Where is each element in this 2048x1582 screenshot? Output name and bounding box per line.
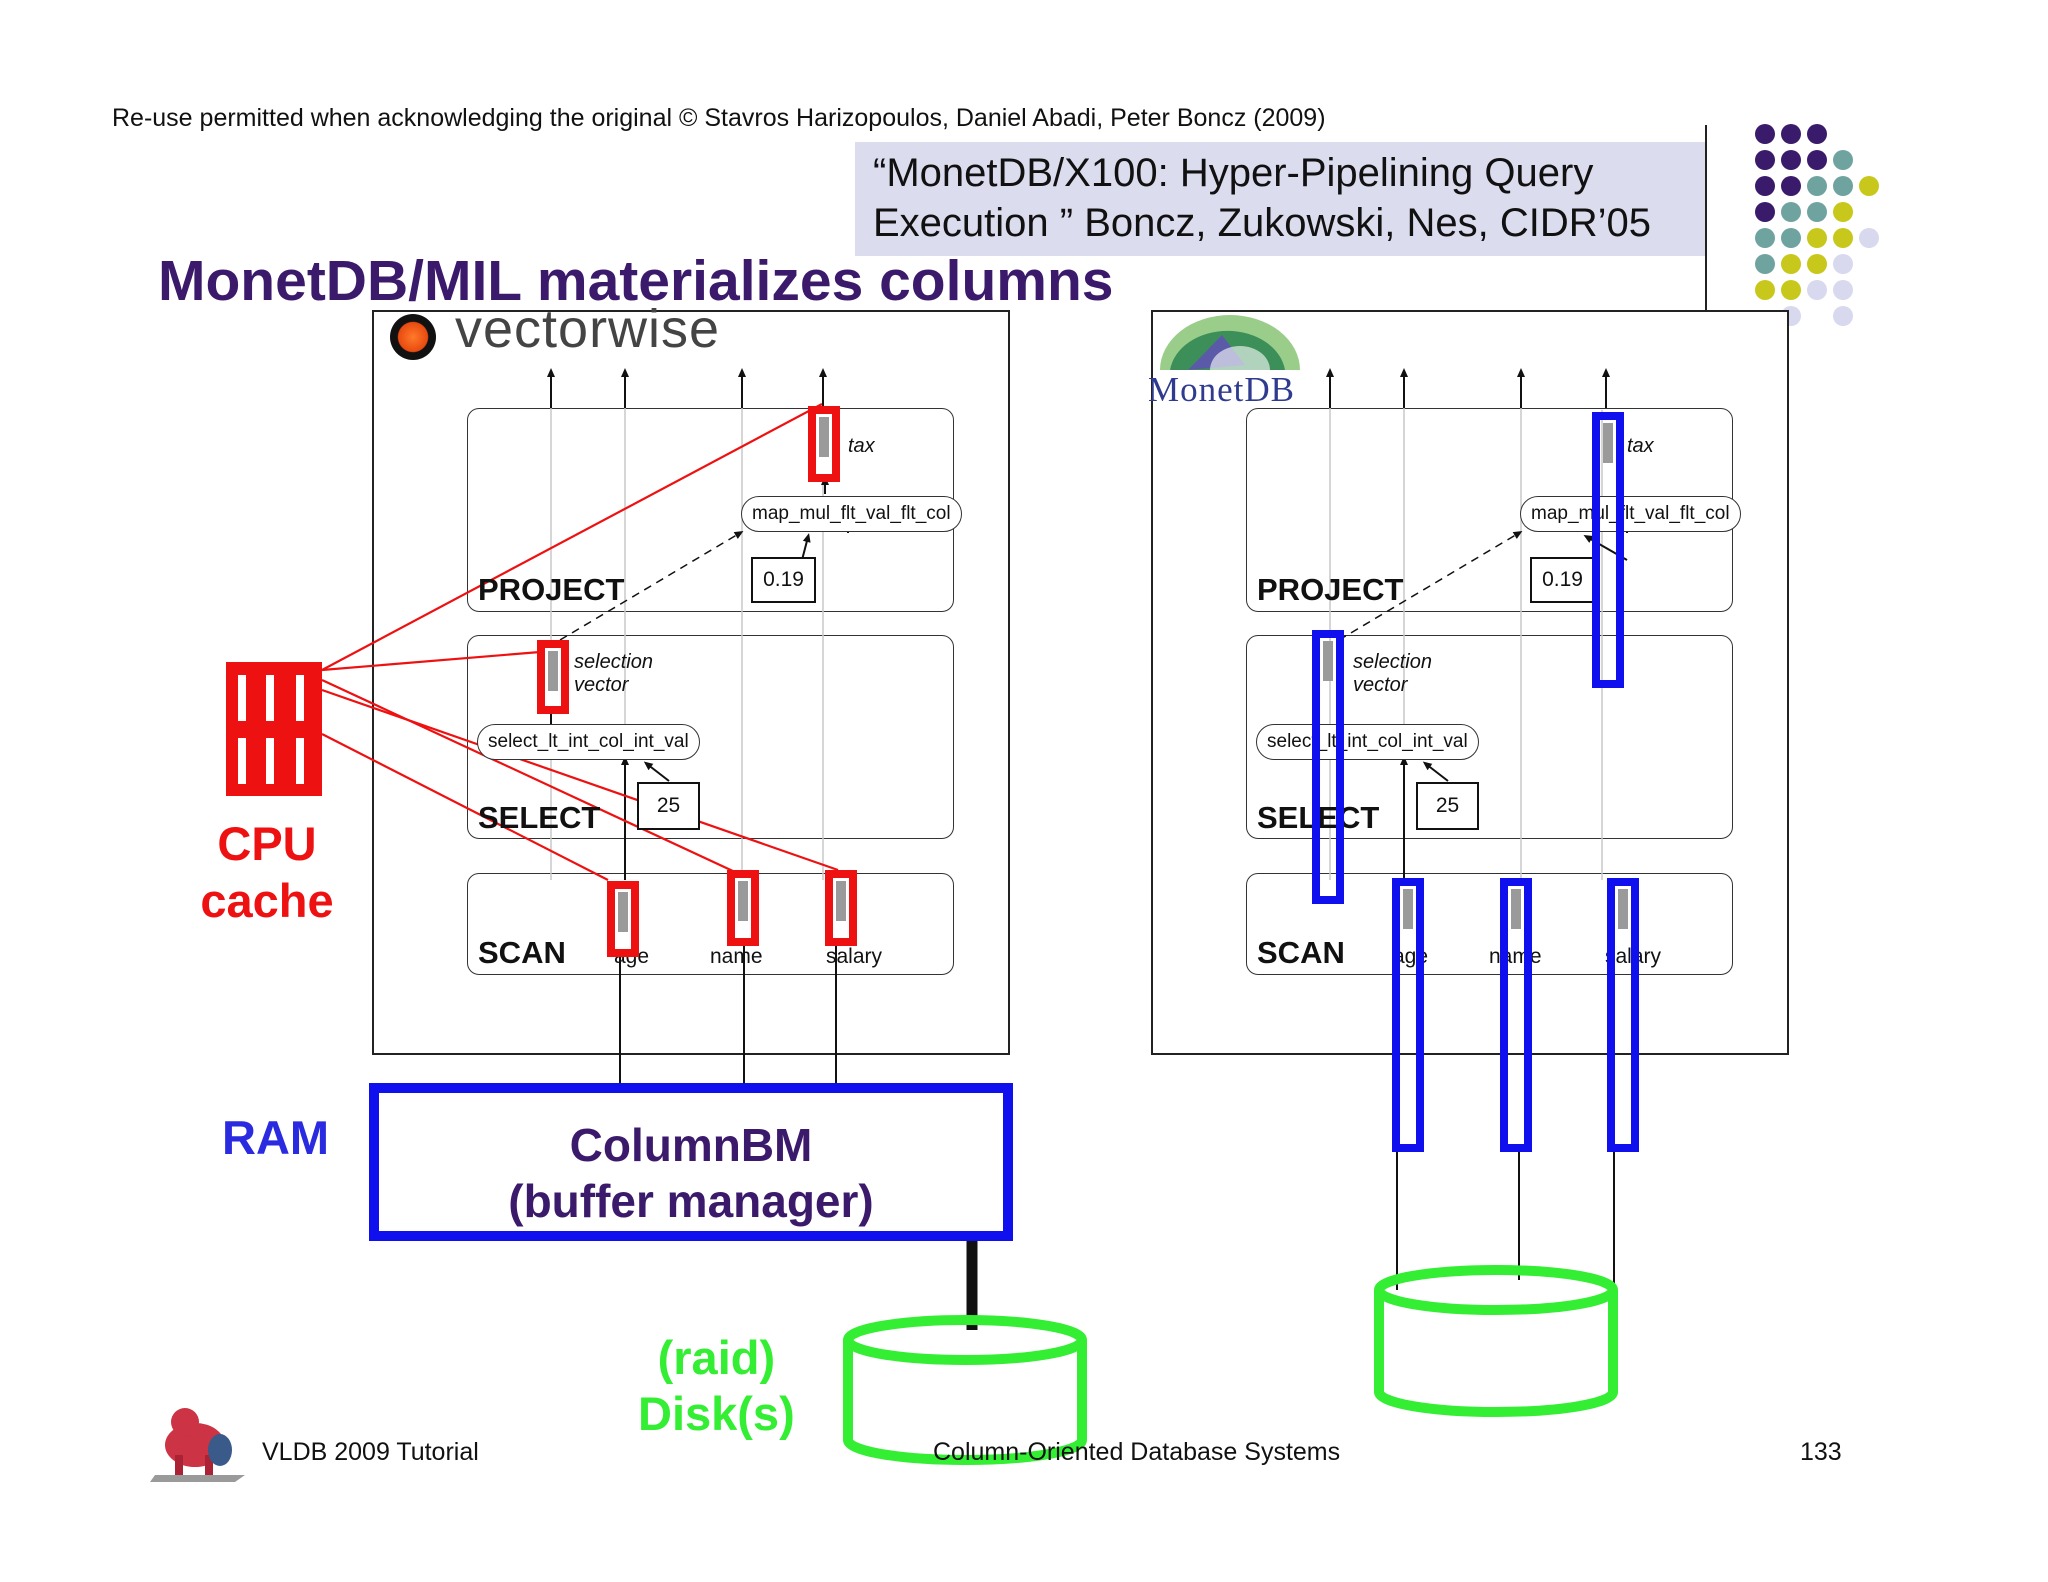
left-select-op: select_lt_int_col_int_val <box>477 724 700 760</box>
right-selection-vector-label-2: vector <box>1353 674 1408 696</box>
cpu-label-line-1: CPU <box>217 817 317 870</box>
footer-conference: VLDB 2009 Tutorial <box>262 1438 479 1466</box>
left-select-const: 25 <box>637 782 700 830</box>
left-select-label: SELECT <box>478 800 601 835</box>
left-scan-col-salary: salary <box>826 945 883 968</box>
monetdb-logo-text: MonetDB <box>1148 370 1295 409</box>
decorative-dot <box>1755 150 1775 170</box>
left-selection-vector-label-1: selection <box>574 651 653 673</box>
decorative-dot <box>1859 228 1879 248</box>
left-project-const: 0.19 <box>751 557 816 603</box>
header-divider <box>1705 125 1707 310</box>
left-project-op: map_mul_flt_val_flt_col <box>741 496 962 532</box>
decorative-dot <box>1781 202 1801 222</box>
decorative-dot <box>1781 254 1801 274</box>
footer-course-title: Column-Oriented Database Systems <box>933 1438 1341 1466</box>
decorative-dot <box>1833 176 1853 196</box>
right-project-op: map_mul_flt_val_flt_col <box>1520 496 1741 532</box>
vectorwise-logo-text: vectorwise <box>455 299 721 359</box>
page-number: 133 <box>1800 1438 1842 1466</box>
decorative-dot <box>1755 228 1775 248</box>
monetdb-logo-icon <box>1160 315 1300 370</box>
right-project-output: tax <box>1627 435 1654 457</box>
right-select-op: select_lt_int_col_int_val <box>1256 724 1479 760</box>
vectorwise-logo-icon <box>390 314 436 360</box>
right-scan-label: SCAN <box>1257 935 1345 970</box>
decorative-dot <box>1781 124 1801 144</box>
disk-label: (raid) Disk(s) <box>638 1330 795 1442</box>
decorative-dot <box>1755 124 1775 144</box>
ram-label: RAM <box>222 1111 330 1164</box>
decorative-dot <box>1781 280 1801 300</box>
left-scan-box <box>467 873 954 975</box>
copyright-notice: Re-use permitted when acknowledging the … <box>112 104 1326 132</box>
right-select-const: 25 <box>1416 782 1479 830</box>
decorative-dot <box>1807 150 1827 170</box>
right-selection-vector-label-1: selection <box>1353 651 1432 673</box>
lion-statue-icon <box>150 1408 245 1482</box>
citation-box: “MonetDB/X100: Hyper-Pipelining Query Ex… <box>855 142 1705 256</box>
decorative-dot-grid <box>1745 118 1905 338</box>
cpu-label-line-2: cache <box>200 874 334 927</box>
right-scan-box <box>1246 873 1733 975</box>
left-selection-vector-label-2: vector <box>574 674 629 696</box>
decorative-dot <box>1807 280 1827 300</box>
decorative-dot <box>1755 280 1775 300</box>
decorative-dot <box>1755 202 1775 222</box>
decorative-dot <box>1807 124 1827 144</box>
decorative-dot <box>1807 228 1827 248</box>
slide-title: MonetDB/MIL materializes columns <box>158 249 1114 313</box>
decorative-dot <box>1833 228 1853 248</box>
decorative-dot <box>1755 254 1775 274</box>
cpu-cache-grid <box>226 662 322 796</box>
cpu-cache-label: CPU cache <box>182 815 352 929</box>
decorative-dot <box>1833 202 1853 222</box>
decorative-dot <box>1781 150 1801 170</box>
right-project-label: PROJECT <box>1257 572 1404 607</box>
left-project-output: tax <box>848 435 875 457</box>
decorative-dot <box>1833 254 1853 274</box>
buffer-manager-line-2: (buffer manager) <box>508 1175 874 1227</box>
decorative-dot <box>1859 176 1879 196</box>
decorative-dot <box>1833 150 1853 170</box>
decorative-dot <box>1807 176 1827 196</box>
decorative-dot <box>1755 176 1775 196</box>
decorative-dot <box>1833 306 1853 326</box>
left-scan-label: SCAN <box>478 935 566 970</box>
left-scan-col-name: name <box>710 945 763 968</box>
decorative-dot <box>1781 176 1801 196</box>
decorative-dot <box>1807 202 1827 222</box>
decorative-dot <box>1833 280 1853 300</box>
buffer-manager-box: ColumnBM (buffer manager) <box>369 1083 1013 1241</box>
decorative-dot <box>1807 254 1827 274</box>
citation-line-2: Execution ” Boncz, Zukowski, Nes, CIDR’0… <box>873 201 1652 245</box>
decorative-dot <box>1781 228 1801 248</box>
disk-label-line-2: Disk(s) <box>638 1387 795 1440</box>
left-project-label: PROJECT <box>478 572 625 607</box>
disk-label-line-1: (raid) <box>657 1331 776 1384</box>
citation-line-1: “MonetDB/X100: Hyper-Pipelining Query <box>873 151 1594 195</box>
buffer-manager-line-1: ColumnBM <box>569 1119 813 1171</box>
